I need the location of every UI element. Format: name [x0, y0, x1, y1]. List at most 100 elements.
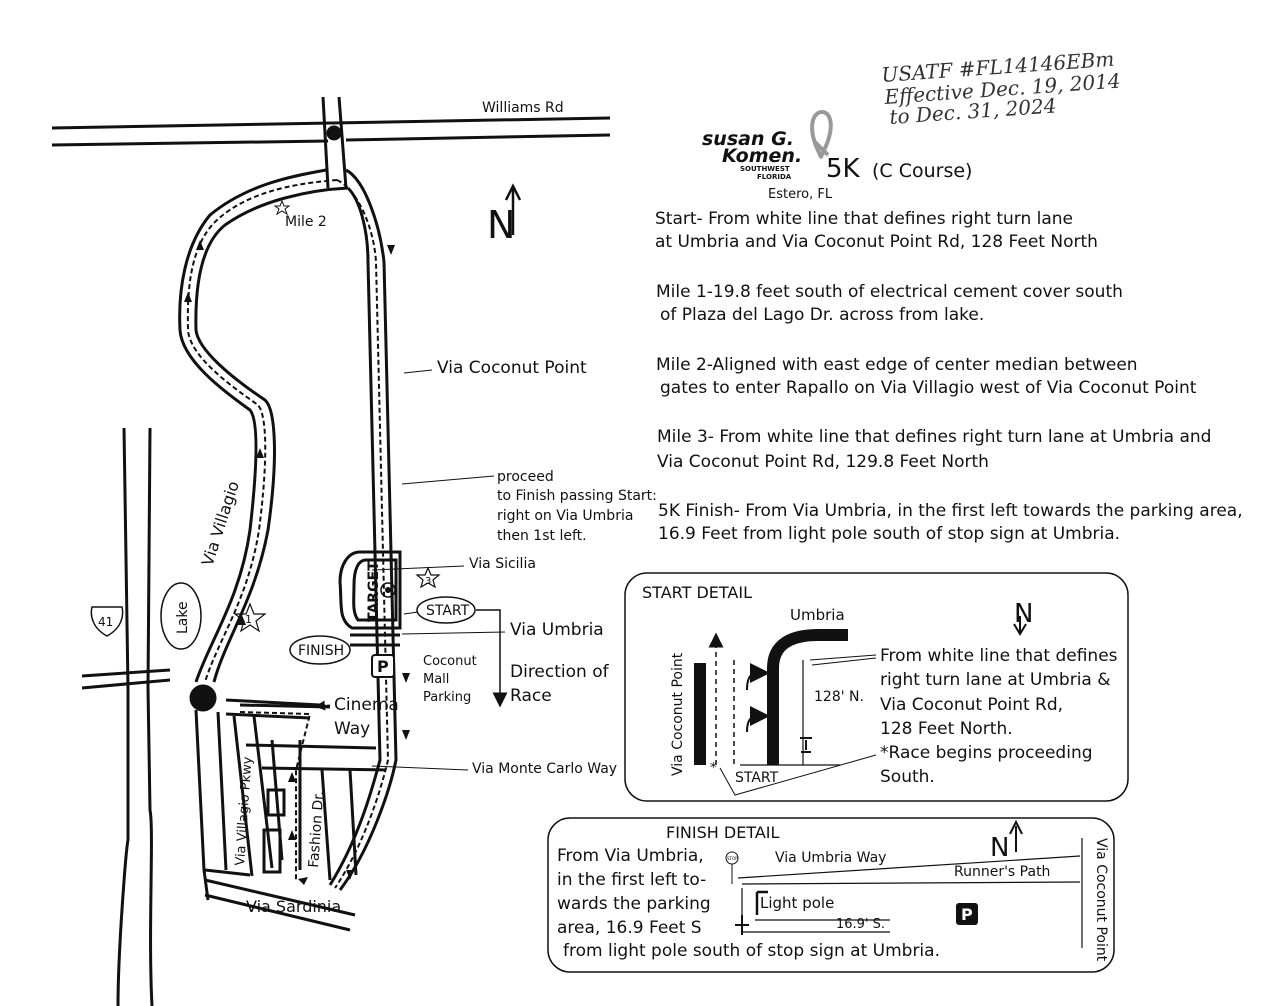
course-descriptions: Start- From white line that defines righ…: [655, 209, 1243, 544]
label-fashion-dr: Fashion Dr.: [306, 790, 327, 868]
mile1-desc-line2: of Plaza del Lago Dr. across from lake.: [660, 305, 984, 325]
start-detail-asterisk-start: *: [710, 761, 717, 776]
start-detail-via-coconut-point: Via Coconut Point: [670, 652, 686, 776]
finish-detail-north: N: [990, 833, 1009, 863]
start-detail-desc-line2: right turn lane at Umbria &: [880, 670, 1111, 690]
finish-detail: FINISH DETAIL From Via Umbria, in the fi…: [557, 819, 1109, 962]
svg-text:FLORIDA: FLORIDA: [757, 173, 792, 181]
label-start: START: [426, 603, 470, 619]
svg-text:proceed: proceed: [497, 469, 554, 485]
start-desc-line1: Start- From white line that defines righ…: [655, 209, 1073, 229]
start-detail-desc-line5: *Race begins proceeding: [880, 743, 1093, 763]
svg-text:right on Via Umbria: right on Via Umbria: [497, 508, 633, 524]
label-mile-1: 1: [245, 613, 252, 626]
start-detail-light-pole-icon: [800, 737, 812, 753]
mile-1-star-icon: [233, 602, 267, 633]
svg-text:SOUTHWEST: SOUTHWEST: [740, 165, 790, 173]
svg-text:then 1st left.: then 1st left.: [497, 528, 587, 544]
start-detail-title: START DETAIL: [642, 583, 752, 602]
label-williams-rd: Williams Rd: [482, 100, 564, 116]
race-title: 5K: [826, 154, 861, 184]
proceed-note: proceed to Finish passing Start: right o…: [497, 469, 657, 544]
label-cinema-way: Cinema: [334, 695, 399, 715]
finish-detail-desc-line4: area, 16.9 Feet S: [557, 918, 702, 938]
svg-text:Race: Race: [510, 686, 552, 706]
finish-detail-north-arrow-icon: [1009, 819, 1023, 852]
finish-detail-desc-line2: in the first left to-: [557, 870, 706, 890]
race-route: [186, 179, 390, 889]
start-detail: START DETAIL Umbria N Via Coconut Point …: [642, 583, 1118, 796]
mile3-desc-line2: Via Coconut Point Rd, 129.8 Feet North: [657, 452, 989, 472]
label-via-sardinia: Via Sardinia: [246, 897, 341, 916]
label-via-coconut-point: Via Coconut Point: [437, 358, 587, 378]
race-location: Estero, FL: [768, 187, 833, 202]
lake-outline: [160, 582, 202, 650]
label-mile-2: Mile 2: [285, 214, 327, 230]
finish-bubble: [289, 635, 351, 665]
mile-3-star-icon: [415, 566, 441, 589]
komen-logo: susan G. Komen. SOUTHWEST FLORIDA: [702, 109, 833, 181]
start-desc-line2: at Umbria and Via Coconut Point Rd, 128 …: [655, 232, 1098, 252]
svg-text:Komen.: Komen.: [722, 145, 802, 167]
finish-detail-via-umbria-way: Via Umbria Way: [775, 850, 886, 866]
race-subtitle: (C Course): [872, 160, 972, 182]
mile2-desc-line2: gates to enter Rapallo on Via Villagio w…: [660, 378, 1197, 398]
svg-text:Mall: Mall: [423, 672, 449, 687]
mile1-desc-line1: Mile 1-19.8 feet south of electrical cem…: [656, 282, 1123, 302]
finish-desc-line2: 16.9 Feet from light pole south of stop …: [658, 524, 1120, 544]
label-via-monte-carlo-way: Via Monte Carlo Way: [472, 761, 617, 777]
label-via-villagio-pkwy: Via Villagio Pkwy: [233, 756, 256, 866]
start-detail-distance: 128' N.: [814, 689, 864, 705]
label-via-umbria: Via Umbria: [510, 620, 604, 640]
mile3-desc-line1: Mile 3- From white line that defines rig…: [657, 427, 1211, 447]
start-detail-north-arrow-icon: [1013, 616, 1027, 636]
label-coconut-mall: Coconut: [423, 654, 477, 669]
mile2-desc-line1: Mile 2-Aligned with east edge of center …: [656, 355, 1138, 375]
svg-text:N: N: [487, 203, 515, 247]
start-bubble: [416, 596, 476, 624]
label-parking: P: [377, 657, 389, 676]
label-via-villagio: Via Villagio: [198, 479, 243, 569]
start-detail-desc-line6: South.: [880, 767, 935, 787]
finish-detail-via-coconut-point: Via Coconut Point: [1093, 838, 1109, 962]
finish-desc-line1: 5K Finish- From Via Umbria, in the first…: [658, 501, 1243, 521]
finish-detail-distance: 16.9' S.: [836, 917, 885, 932]
start-detail-desc-line4: 128 Feet North.: [880, 719, 1013, 739]
north-arrow-icon: N: [487, 183, 522, 247]
finish-detail-runners-path: Runner's Path: [954, 864, 1050, 880]
finish-detail-box: [547, 817, 1115, 973]
label-mile-3: 3: [425, 576, 431, 587]
start-detail-umbria: Umbria: [790, 606, 845, 624]
parking-icon: [371, 654, 395, 678]
label-finish: FINISH: [298, 643, 344, 659]
finish-detail-desc-line3: wards the parking: [557, 894, 711, 914]
target-logo-icon: [380, 582, 396, 598]
us-41-shield-icon: [90, 606, 124, 637]
start-detail-start: START: [735, 770, 779, 786]
finish-detail-title: FINISH DETAIL: [666, 823, 780, 842]
finish-detail-light-pole: Light pole: [760, 894, 834, 912]
route-direction-arrows: [184, 240, 410, 885]
label-target: TARGET: [366, 561, 382, 622]
finish-detail-finish-marker-icon: [735, 915, 749, 935]
label-us-41: 41: [98, 615, 113, 629]
ribbon-icon: [810, 109, 833, 159]
start-detail-north: N: [1014, 599, 1033, 629]
usatf-certification: USATF #FL14146EBm Effective Dec. 19, 201…: [881, 47, 1122, 129]
finish-detail-parking-icon: [956, 903, 978, 925]
finish-detail-desc-line1: From Via Umbria,: [557, 846, 704, 866]
map-labels: Williams Rd Mile 2 Via Coconut Point Via…: [90, 100, 657, 916]
label-via-sicilia: Via Sicilia: [469, 556, 536, 572]
finish-detail-light-pole-icon: [755, 890, 768, 915]
svg-text:susan G.: susan G.: [702, 128, 794, 150]
finish-detail-parking: P: [961, 905, 973, 924]
svg-text:to Finish passing Start:: to Finish passing Start:: [497, 488, 657, 504]
label-lake: Lake: [175, 601, 191, 634]
road-network: [51, 96, 611, 1006]
start-detail-box: [624, 572, 1129, 802]
svg-text:Parking: Parking: [423, 690, 471, 705]
svg-text:Way: Way: [334, 719, 370, 739]
start-detail-desc-line3: Via Coconut Point Rd,: [880, 695, 1063, 715]
mile-2-star-icon: [273, 199, 291, 216]
